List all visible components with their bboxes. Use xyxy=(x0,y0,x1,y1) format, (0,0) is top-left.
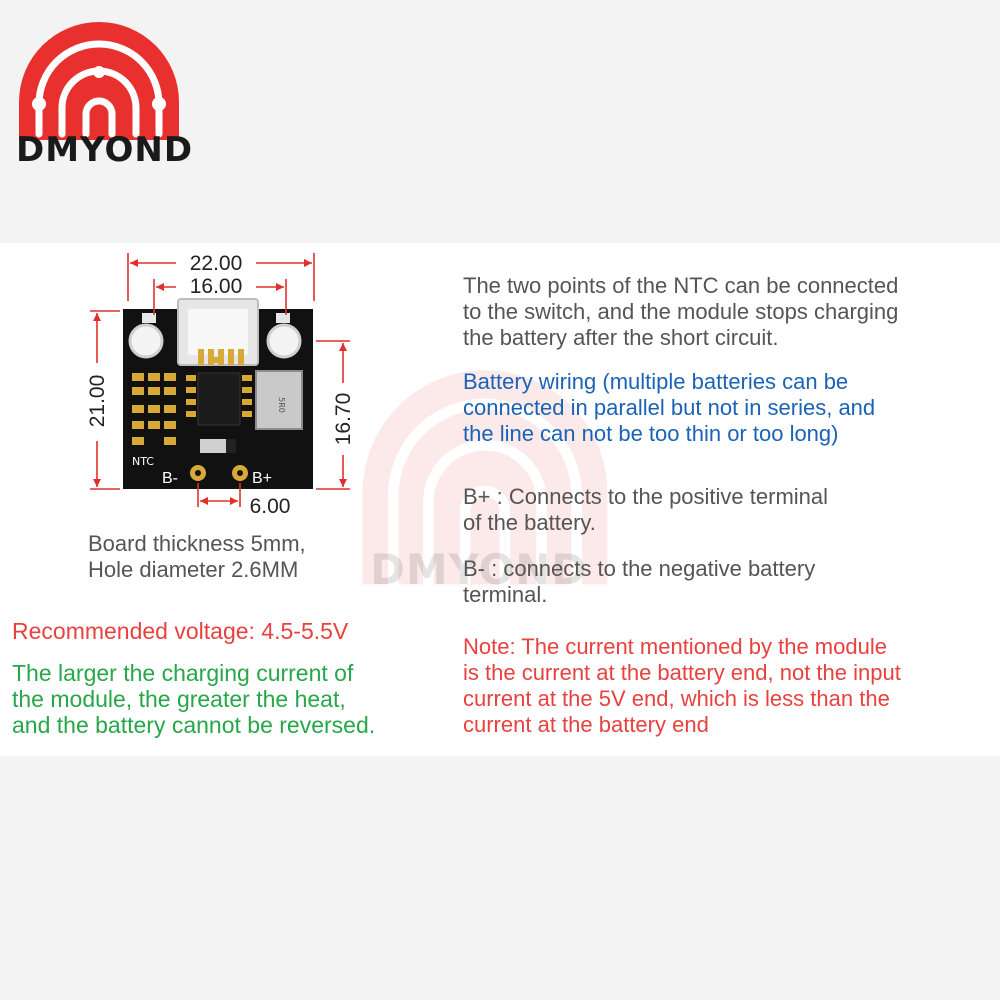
current-note-line: is the current at the battery end, not t… xyxy=(463,660,901,685)
board-dimension-diagram: 5R0 NTC B- B+ 22 xyxy=(86,252,355,518)
hole-diameter: Hole diameter 2.6MM xyxy=(88,557,299,582)
watermark-text: DMYOND xyxy=(370,545,588,594)
dim-hole-to-edge: 16.70 xyxy=(332,393,355,446)
watermark-logo-icon xyxy=(362,370,608,585)
wiring-note: Battery wiring (multiple batteries can b… xyxy=(463,369,875,447)
bminus-note-line: B- : connects to the negative battery xyxy=(463,556,816,581)
bottom-band xyxy=(0,756,1000,1000)
ntc-note-line: the battery after the short circuit. xyxy=(463,325,779,350)
bplus-note-line: of the battery. xyxy=(463,510,596,535)
dim-height: 21.00 xyxy=(86,375,109,428)
heat-note: The larger the charging current of the m… xyxy=(12,660,375,738)
bplus-note: B+ : Connects to the positive terminal o… xyxy=(463,484,828,536)
label-b-plus: B+ xyxy=(252,470,272,487)
bminus-note: B- : connects to the negative battery te… xyxy=(463,556,815,608)
brand-logo-icon xyxy=(19,22,179,140)
recommended-voltage: Recommended voltage: 4.5-5.5V xyxy=(12,618,349,644)
wiring-note-line: Battery wiring (multiple batteries can b… xyxy=(463,369,849,394)
dim-hole-spacing: 16.00 xyxy=(190,275,243,298)
wiring-note-line: the line can not be too thin or too long… xyxy=(463,421,839,446)
wiring-note-line: connected in parallel but not in series,… xyxy=(463,395,876,420)
current-note-line: current at the battery end xyxy=(463,712,709,737)
ntc-note: The two points of the NTC can be connect… xyxy=(463,273,898,351)
heat-note-line: The larger the charging current of xyxy=(12,660,354,686)
bminus-note-line: terminal. xyxy=(463,582,548,607)
inductor-mark: 5R0 xyxy=(277,397,286,413)
ntc-note-line: to the switch, and the module stops char… xyxy=(463,299,899,324)
inductor xyxy=(255,370,303,430)
current-note-line: Note: The current mentioned by the modul… xyxy=(463,634,887,659)
charger-ic xyxy=(197,372,241,426)
heat-note-line: and the battery cannot be reversed. xyxy=(12,712,376,738)
brand-logo-text: DMYOND xyxy=(16,130,194,170)
bplus-note-line: B+ : Connects to the positive terminal xyxy=(463,484,829,509)
board-thickness: Board thickness 5mm, xyxy=(88,531,306,556)
ntc-note-line: The two points of the NTC can be connect… xyxy=(463,273,899,298)
heat-note-line: the module, the greater the heat, xyxy=(12,686,346,712)
label-b-minus: B- xyxy=(162,470,178,487)
current-note-line: current at the 5V end, which is less tha… xyxy=(463,686,890,711)
board-info: Board thickness 5mm, Hole diameter 2.6MM xyxy=(88,531,306,583)
dim-width: 22.00 xyxy=(190,252,243,275)
mounting-hole-right xyxy=(266,323,302,359)
mounting-hole-left xyxy=(128,323,164,359)
current-note: Note: The current mentioned by the modul… xyxy=(463,634,901,738)
dim-pad-spacing: 6.00 xyxy=(250,495,291,518)
label-ntc: NTC xyxy=(132,455,154,468)
